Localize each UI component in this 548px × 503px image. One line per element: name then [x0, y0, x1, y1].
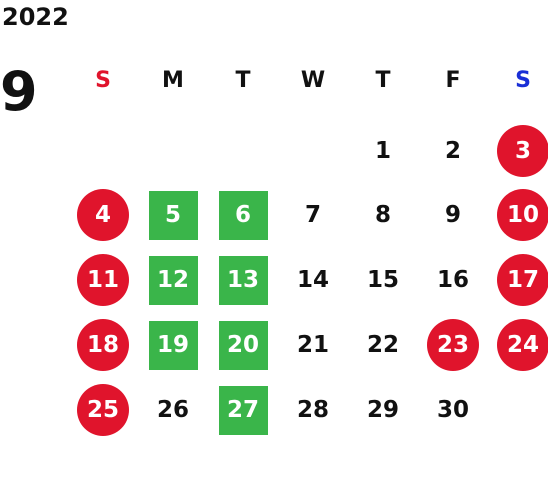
day-number: 27 [218, 385, 268, 435]
day-number: 21 [296, 332, 329, 358]
day-number: 25 [77, 384, 129, 436]
weekday-header: T [375, 68, 391, 93]
day-cell[interactable]: 16 [418, 252, 488, 308]
day-cell[interactable]: 1 [348, 123, 418, 179]
day-cell[interactable]: 7 [278, 187, 348, 243]
day-number: 23 [427, 319, 479, 371]
weekday-header: F [445, 68, 461, 93]
day-number: 19 [148, 320, 198, 370]
day-number: 30 [436, 397, 469, 423]
day-cell[interactable]: 23 [418, 317, 488, 373]
day-number: 3 [497, 125, 548, 177]
day-number: 17 [497, 254, 548, 306]
day-number: 9 [444, 202, 461, 228]
day-number: 13 [218, 255, 268, 305]
weekday-header: S [95, 68, 111, 93]
day-number: 22 [366, 332, 399, 358]
day-cell[interactable]: 20 [208, 317, 278, 373]
day-number: 29 [366, 397, 399, 423]
day-cell[interactable]: 18 [68, 317, 138, 373]
day-number: 14 [296, 267, 329, 293]
day-number: 15 [366, 267, 399, 293]
day-cell[interactable]: 12 [138, 252, 208, 308]
day-cell[interactable]: 10 [488, 187, 548, 243]
day-cell[interactable]: 30 [418, 382, 488, 438]
weekday-header: M [162, 68, 184, 93]
day-number: 26 [156, 397, 189, 423]
day-number: 7 [304, 202, 321, 228]
day-number: 10 [497, 189, 548, 241]
day-cell[interactable]: 17 [488, 252, 548, 308]
day-cell[interactable]: 15 [348, 252, 418, 308]
day-cell[interactable]: 8 [348, 187, 418, 243]
day-cell[interactable]: 25 [68, 382, 138, 438]
day-cell[interactable]: 19 [138, 317, 208, 373]
day-cell[interactable]: 11 [68, 252, 138, 308]
day-cell[interactable]: 22 [348, 317, 418, 373]
day-cell[interactable]: 21 [278, 317, 348, 373]
day-number: 28 [296, 397, 329, 423]
day-number: 20 [218, 320, 268, 370]
day-number: 16 [436, 267, 469, 293]
day-cell[interactable]: 4 [68, 187, 138, 243]
day-cell[interactable]: 2 [418, 123, 488, 179]
day-cell[interactable]: 29 [348, 382, 418, 438]
day-number: 24 [497, 319, 548, 371]
day-cell[interactable]: 5 [138, 187, 208, 243]
day-cell[interactable]: 26 [138, 382, 208, 438]
day-cell[interactable]: 27 [208, 382, 278, 438]
day-cell[interactable]: 6 [208, 187, 278, 243]
day-number: 18 [77, 319, 129, 371]
weekday-header: S [515, 68, 531, 93]
day-cell[interactable]: 14 [278, 252, 348, 308]
day-number: 12 [148, 255, 198, 305]
day-cell[interactable]: 3 [488, 123, 548, 179]
weekday-header: T [235, 68, 251, 93]
day-number: 2 [444, 138, 461, 164]
day-number: 11 [77, 254, 129, 306]
day-number: 4 [77, 189, 129, 241]
year-label: 2022 [2, 3, 69, 31]
day-cell[interactable]: 9 [418, 187, 488, 243]
day-cell[interactable]: 24 [488, 317, 548, 373]
weekday-header: W [300, 68, 326, 93]
day-cell[interactable]: 28 [278, 382, 348, 438]
day-number: 1 [374, 138, 391, 164]
day-number: 8 [374, 202, 391, 228]
month-label: 9 [0, 60, 38, 123]
day-number: 6 [218, 190, 268, 240]
day-cell[interactable]: 13 [208, 252, 278, 308]
day-number: 5 [148, 190, 198, 240]
